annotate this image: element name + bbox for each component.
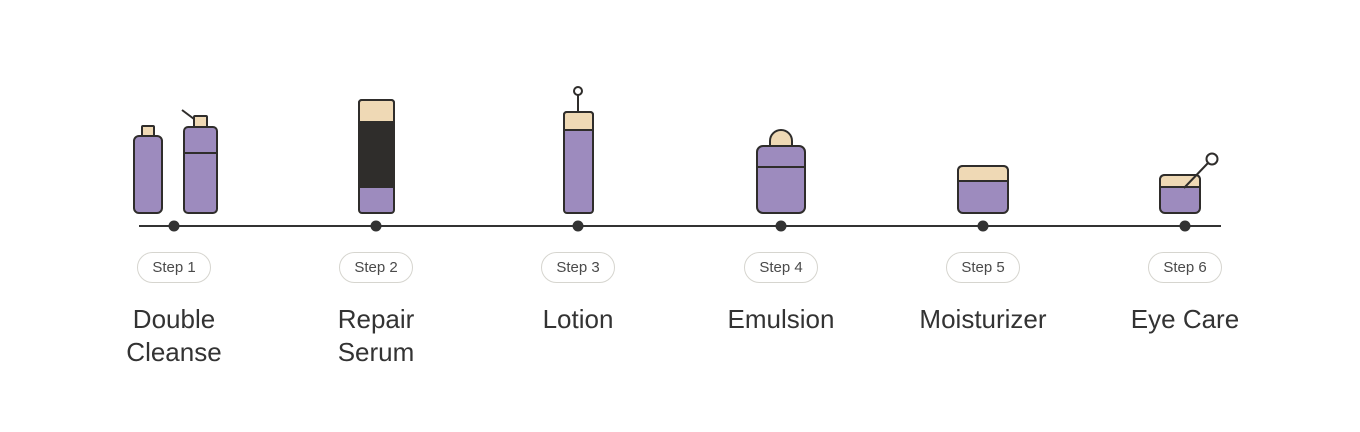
step-6: Step 6 Eye Care [1085,252,1285,336]
step-badge: Step 3 [541,252,615,283]
step-badge: Step 6 [1148,252,1222,283]
eye-care-jar-icon [1159,152,1219,214]
emulsion-bottle-icon [756,129,806,214]
step-label: Lotion [542,304,614,334]
step-badge: Step 1 [137,252,211,283]
timeline-dot-step-4 [775,220,787,232]
timeline-dot-step-5 [977,220,989,232]
double-bottle-icon [133,109,218,214]
step-badge: Step 5 [946,252,1020,283]
step-label: Double Cleanse [126,304,222,367]
timeline-dot-step-1 [168,220,180,232]
step-label: Repair Serum [337,304,415,367]
step-4: Step 4 Emulsion [681,252,881,336]
step-3: Step 3 Lotion [478,252,678,336]
step-badge: Step 4 [744,252,818,283]
step-label: Moisturizer [919,304,1047,334]
step-2: Step 2 Repair Serum [276,252,476,369]
step-1: Step 1 Double Cleanse [74,252,274,369]
lotion-bottle-icon [563,86,594,214]
timeline-dot-step-3 [572,220,584,232]
timeline-dot-step-2 [370,220,382,232]
timeline-dot-step-6 [1179,220,1191,232]
step-label: Emulsion [727,304,835,334]
step-5: Step 5 Moisturizer [883,252,1083,336]
moisturizer-jar-icon [957,165,1009,214]
step-label: Eye Care [1130,304,1240,334]
timeline-dots [168,220,1191,232]
serum-tube-icon [358,99,395,214]
step-badge: Step 2 [339,252,413,283]
